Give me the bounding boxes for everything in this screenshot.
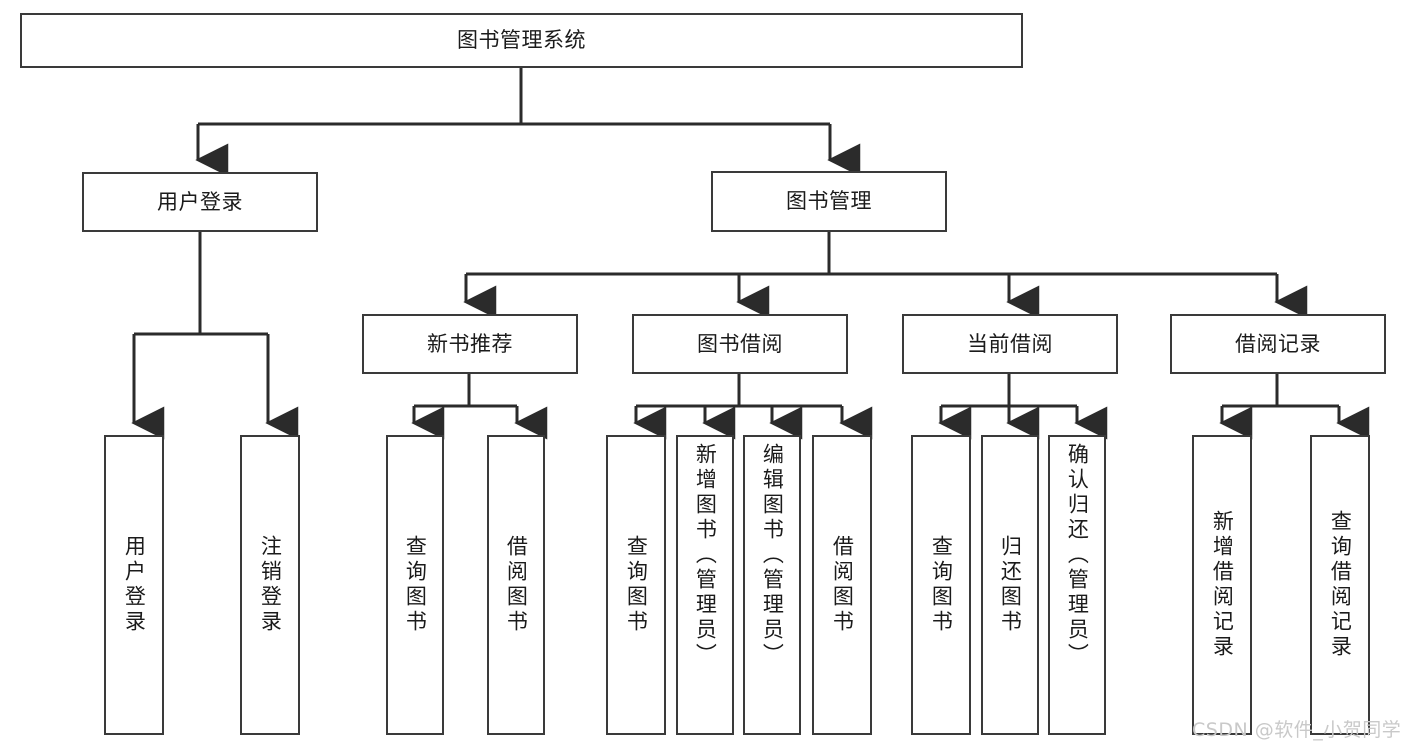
leaf-borrow-book-recommend[interactable]: 借阅图书	[487, 435, 545, 735]
node-label: 图书管理	[786, 189, 872, 214]
node-label: 用户登录	[122, 535, 147, 635]
leaf-borrow-book[interactable]: 借阅图书	[812, 435, 872, 735]
node-current-borrowing[interactable]: 当前借阅	[902, 314, 1118, 374]
node-label: 查询借阅记录	[1328, 510, 1353, 660]
node-label: 查询图书	[929, 535, 954, 635]
node-label: 新书推荐	[427, 331, 513, 356]
node-label: 归还图书	[998, 535, 1023, 635]
node-label: 图书管理系统	[457, 28, 586, 53]
node-label: 当前借阅	[967, 331, 1053, 356]
node-label: 编辑图书（管理员）	[760, 443, 785, 668]
node-label: 借阅记录	[1235, 331, 1321, 356]
leaf-return-book[interactable]: 归还图书	[981, 435, 1039, 735]
node-label: 图书借阅	[697, 331, 783, 356]
leaf-query-book-recommend[interactable]: 查询图书	[386, 435, 444, 735]
node-new-book-recommendation[interactable]: 新书推荐	[362, 314, 578, 374]
node-root-book-management-system[interactable]: 图书管理系统	[20, 13, 1023, 68]
leaf-query-book-current[interactable]: 查询图书	[911, 435, 971, 735]
node-label: 注销登录	[258, 535, 283, 635]
node-label: 查询图书	[403, 535, 428, 635]
leaf-edit-book-admin[interactable]: 编辑图书（管理员）	[743, 435, 801, 735]
node-book-borrowing[interactable]: 图书借阅	[632, 314, 848, 374]
leaf-add-book-admin[interactable]: 新增图书（管理员）	[676, 435, 734, 735]
node-label: 借阅图书	[504, 535, 529, 635]
leaf-query-borrow-record[interactable]: 查询借阅记录	[1310, 435, 1370, 735]
node-label: 确认归还（管理员）	[1065, 443, 1090, 668]
node-label: 用户登录	[157, 189, 243, 214]
leaf-add-borrow-record[interactable]: 新增借阅记录	[1192, 435, 1252, 735]
node-label: 新增图书（管理员）	[693, 443, 718, 668]
node-label: 查询图书	[624, 535, 649, 635]
node-label: 借阅图书	[830, 535, 855, 635]
leaf-query-book-borrow[interactable]: 查询图书	[606, 435, 666, 735]
node-book-management[interactable]: 图书管理	[711, 171, 947, 232]
leaf-logout[interactable]: 注销登录	[240, 435, 300, 735]
node-borrowing-record[interactable]: 借阅记录	[1170, 314, 1386, 374]
watermark-text: CSDN @软件_小贺同学	[1192, 719, 1402, 741]
leaf-confirm-return-admin[interactable]: 确认归还（管理员）	[1048, 435, 1106, 735]
node-label: 新增借阅记录	[1210, 510, 1235, 660]
leaf-user-login[interactable]: 用户登录	[104, 435, 164, 735]
node-user-login[interactable]: 用户登录	[82, 172, 318, 232]
